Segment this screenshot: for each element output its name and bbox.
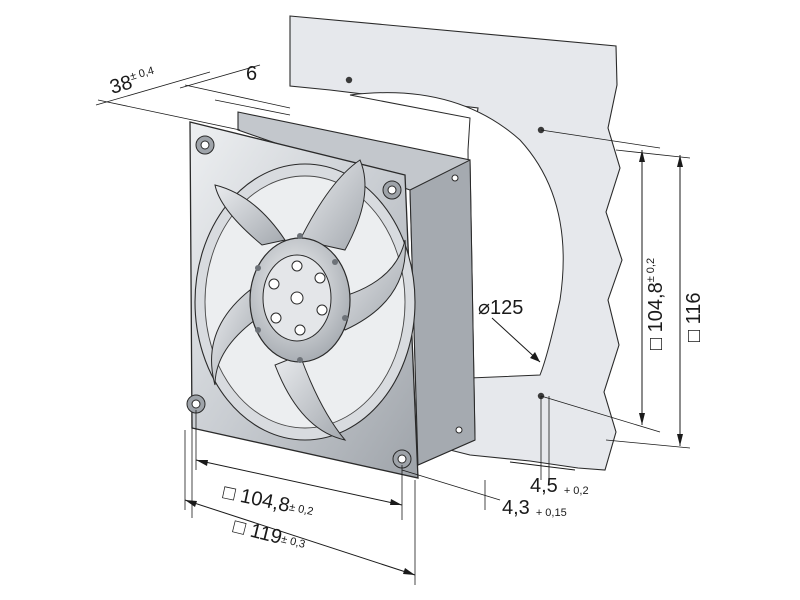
svg-text:4,3+ 0,15: 4,3 + 0,15 <box>502 497 567 519</box>
panel-size-v-prefix: □ <box>683 324 705 342</box>
svg-text:□ 116: □ 116 <box>683 292 705 342</box>
hole-spacing-v-prefix: □ <box>645 332 667 350</box>
hole-spacing-h-tolerance: ± 0,2 <box>288 501 314 518</box>
outer-size-h-value: 119 <box>248 520 284 549</box>
hub-hole-icon <box>268 260 328 336</box>
hole-dia2-value: 4,3 <box>502 497 530 519</box>
svg-text:4,5+ 0,2: 4,5 + 0,2 <box>530 475 589 497</box>
hole-spacing-v-tolerance: ± 0,2 <box>645 258 657 282</box>
mounting-panel <box>289 15 623 471</box>
svg-text:38± 0,4: 38± 0,4 <box>107 65 158 99</box>
outer-size-h-prefix: □ <box>231 516 253 542</box>
corner-screw-icon <box>186 135 412 469</box>
panel-size-v-value: 116 <box>683 292 705 324</box>
hole-dia-value: 4,5 <box>530 475 558 497</box>
outer-size-h-tolerance: ± 0,3 <box>280 533 307 551</box>
diameter-value: ⌀125 <box>478 297 523 319</box>
hole-dia-tolerance: + 0,2 <box>564 485 589 497</box>
svg-text:□ 119± 0,3: □ 119± 0,3 <box>231 516 308 555</box>
svg-text:□ 104,8± 0,2: □ 104,8± 0,2 <box>645 258 667 350</box>
hole-spacing-h-value: 104,8 <box>238 485 292 517</box>
depth-tolerance: ± 0,4 <box>129 65 156 83</box>
impeller <box>211 159 406 441</box>
flange-value: 6 <box>246 63 257 85</box>
hole-spacing-h-prefix: □ <box>221 481 243 506</box>
dimension-lines <box>95 64 691 585</box>
hole-spacing-v-value: 104,8 <box>645 282 667 332</box>
hole-dia2-tolerance: + 0,15 <box>536 507 567 519</box>
panel-hole-icon <box>345 76 353 84</box>
